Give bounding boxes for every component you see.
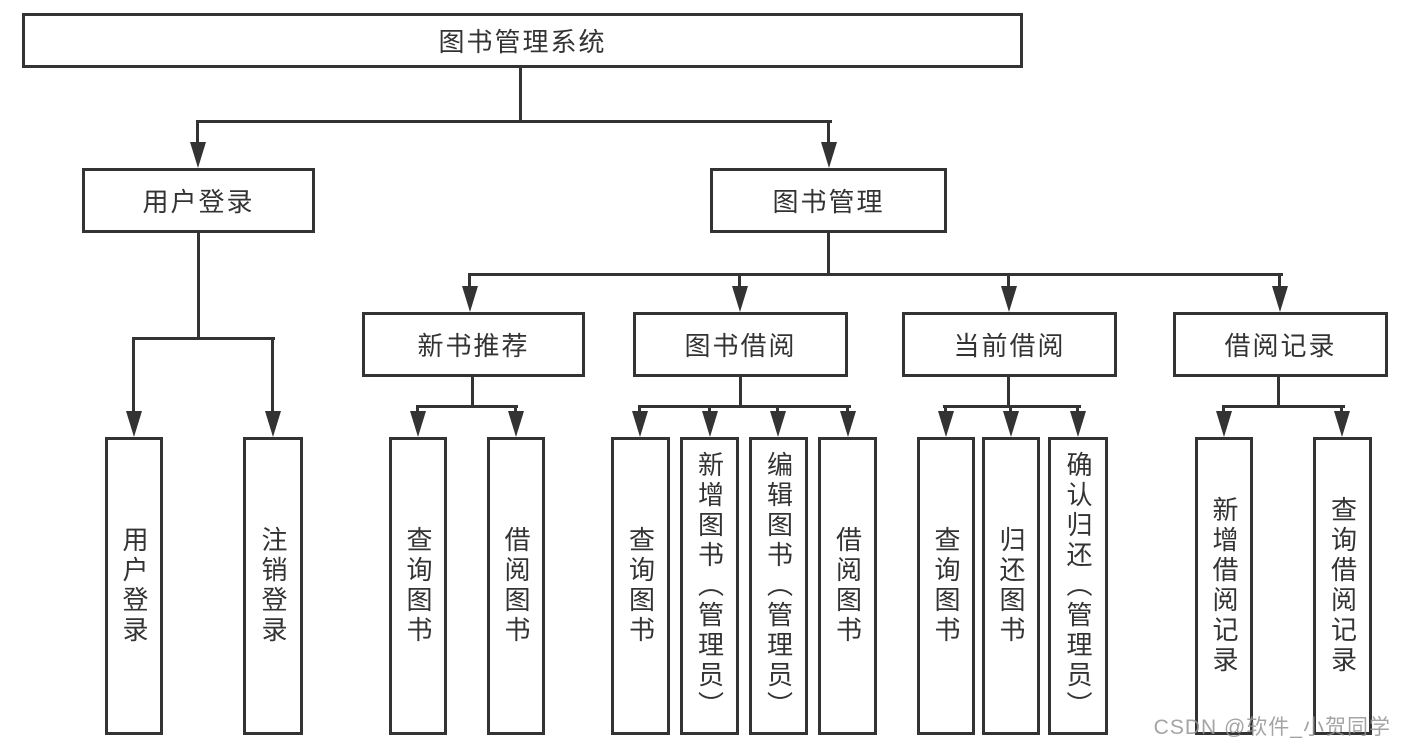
node-borrowing-records-label: 借阅记录 [1224,331,1337,361]
arrow-down-icon [190,142,206,168]
arrow-down-icon [702,411,718,437]
connector-line [738,273,741,290]
node-current-borrowing-label: 当前借阅 [953,331,1066,361]
leaf-confirm-return-admin: 确认归还（管理员） [1048,437,1108,735]
leaf-query-book-current-label: 查询图书 [931,526,961,646]
leaf-edit-book-admin: 编辑图书（管理员） [749,437,808,735]
node-new-book-recommend: 新书推荐 [362,312,585,377]
arrow-down-icon [770,411,786,437]
node-library-system-label: 图书管理系统 [438,27,607,57]
arrow-down-icon [732,286,748,312]
arrow-down-icon [126,411,142,437]
leaf-query-borrow-record: 查询借阅记录 [1313,437,1372,735]
connector-line [416,405,419,415]
node-new-book-recommend-label: 新书推荐 [417,331,530,361]
leaf-logout-label: 注销登录 [258,526,288,646]
arrow-down-icon [265,411,281,437]
connector-line [638,405,641,415]
arrow-down-icon [840,411,856,437]
connector-line [1222,405,1345,408]
connector-line [1278,273,1281,290]
arrow-down-icon [1272,286,1288,312]
connector-line [1076,405,1079,415]
connector-line [196,120,199,146]
leaf-add-book-admin-label: 新增图书（管理员） [694,451,725,721]
connector-line [468,273,1283,276]
connector-line [827,231,830,276]
leaf-borrow-book-borrowing-label: 借阅图书 [832,526,863,646]
leaf-confirm-return-admin-label: 确认归还（管理员） [1063,451,1093,721]
node-book-management-label: 图书管理 [772,187,885,217]
connector-line [132,337,275,340]
node-borrowing-records: 借阅记录 [1173,312,1388,377]
arrow-down-icon [1001,286,1017,312]
leaf-query-book-recommend-label: 查询图书 [403,526,433,646]
leaf-query-book-recommend: 查询图书 [389,437,447,735]
arrow-down-icon [1216,411,1232,437]
leaf-query-book-borrowing-label: 查询图书 [625,526,656,646]
arrow-down-icon [1334,411,1350,437]
watermark: CSDN @软件_小贺同学 [1153,716,1391,739]
connector-line [416,405,518,408]
connector-line [846,405,849,415]
arrow-down-icon [1003,411,1019,437]
arrow-down-icon [632,411,648,437]
connector-line [943,405,1081,408]
connector-line [197,231,200,339]
leaf-user-login: 用户登录 [105,437,163,735]
connector-line [197,120,832,123]
connector-line [1009,405,1012,415]
connector-line [1277,375,1280,408]
connector-line [1222,405,1225,415]
node-book-management: 图书管理 [710,168,947,233]
connector-line [132,337,135,415]
connector-line [708,405,711,415]
arrow-down-icon [462,286,478,312]
leaf-add-borrow-record: 新增借阅记录 [1195,437,1253,735]
leaf-return-book: 归还图书 [982,437,1040,735]
connector-line [471,375,474,408]
connector-line [944,405,947,415]
leaf-logout: 注销登录 [243,437,303,735]
arrow-down-icon [1070,411,1086,437]
arrow-down-icon [938,411,954,437]
leaf-borrow-book-recommend: 借阅图书 [487,437,545,735]
arrow-down-icon [821,142,837,168]
leaf-add-borrow-record-label: 新增借阅记录 [1209,496,1239,676]
node-book-borrowing: 图书借阅 [633,312,848,377]
node-user-login-label: 用户登录 [142,187,255,217]
leaf-user-login-label: 用户登录 [119,526,149,646]
connector-line [514,405,517,415]
leaf-query-borrow-record-label: 查询借阅记录 [1327,496,1358,676]
connector-line [776,405,779,415]
connector-line [638,405,851,408]
connector-line [827,120,830,146]
connector-line [1007,273,1010,290]
connector-line [1007,375,1010,408]
node-user-login: 用户登录 [82,168,315,233]
leaf-query-book-current: 查询图书 [917,437,975,735]
connector-line [519,68,522,122]
node-library-system: 图书管理系统 [22,13,1023,68]
arrow-down-icon [508,411,524,437]
leaf-return-book-label: 归还图书 [996,526,1026,646]
leaf-query-book-borrowing: 查询图书 [611,437,670,735]
arrow-down-icon [410,411,426,437]
connector-line [739,375,742,408]
leaf-borrow-book-recommend-label: 借阅图书 [501,526,531,646]
connector-line [468,273,471,290]
connector-line [1340,405,1343,415]
node-book-borrowing-label: 图书借阅 [684,331,797,361]
leaf-borrow-book-borrowing: 借阅图书 [818,437,877,735]
leaf-add-book-admin: 新增图书（管理员） [680,437,739,735]
leaf-edit-book-admin-label: 编辑图书（管理员） [763,451,794,721]
connector-line [271,337,274,415]
node-current-borrowing: 当前借阅 [902,312,1117,377]
